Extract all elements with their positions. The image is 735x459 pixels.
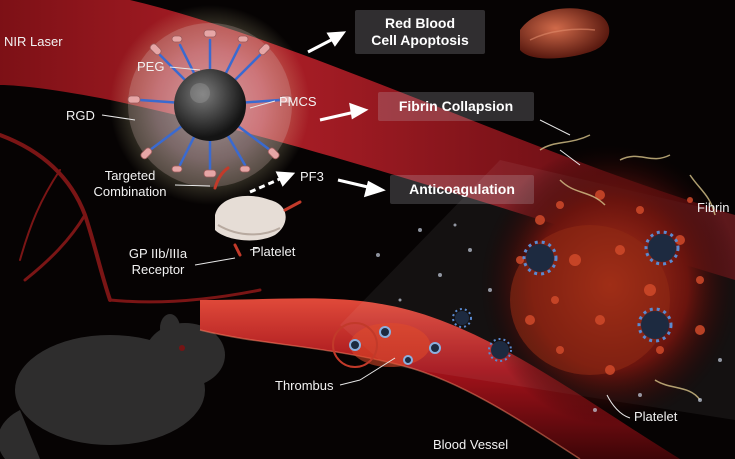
- targeted-label: Targeted: [104, 168, 156, 183]
- pmcs-label: PMCS: [279, 94, 317, 109]
- anticoagulation-text: Anticoagulation: [409, 181, 515, 197]
- rgd-label: RGD: [66, 108, 95, 123]
- thrombus-label: Thrombus: [275, 378, 334, 393]
- rbc-apoptosis-line-1: Red Blood: [385, 15, 455, 31]
- fibrin-label: Fibrin: [697, 200, 730, 215]
- combination-label: Combination: [93, 184, 167, 199]
- platelet-right-label: Platelet: [634, 409, 678, 424]
- branch-vessels: [0, 133, 262, 304]
- leader-lines: [101, 66, 631, 419]
- arrows: [249, 31, 386, 198]
- nanoparticle-zoom: [110, 5, 310, 205]
- anticoagulation-box: Anticoagulation: [390, 175, 534, 204]
- nir-laser-label: NIR Laser: [4, 34, 63, 49]
- fibrin-collapse-text: Fibrin Collapsion: [398, 98, 514, 114]
- clot-nanoparticles: [452, 230, 680, 362]
- blood-vessel: [200, 298, 680, 459]
- platelet-left-label: Platelet: [252, 244, 296, 259]
- gp-receptor-label-1: GP IIb/IIIa: [128, 246, 188, 261]
- rbc-apoptosis-box: Red Blood Cell Apoptosis: [355, 10, 485, 54]
- fibrin-collapse-box: Fibrin Collapsion: [378, 92, 534, 121]
- pf3-label: PF3: [300, 169, 324, 184]
- scattered-particles: [376, 223, 722, 412]
- peg-label: PEG: [137, 59, 165, 74]
- blood-vessel-label: Blood Vessel: [433, 437, 509, 452]
- gp-receptor-label-2: Receptor: [131, 262, 185, 277]
- mouse-silhouette: [0, 314, 225, 459]
- platelet-shape: [213, 166, 302, 257]
- rbc-apoptosis-line-2: Cell Apoptosis: [371, 32, 469, 48]
- thrombus-site: [332, 322, 441, 368]
- red-blood-cell: [520, 8, 610, 59]
